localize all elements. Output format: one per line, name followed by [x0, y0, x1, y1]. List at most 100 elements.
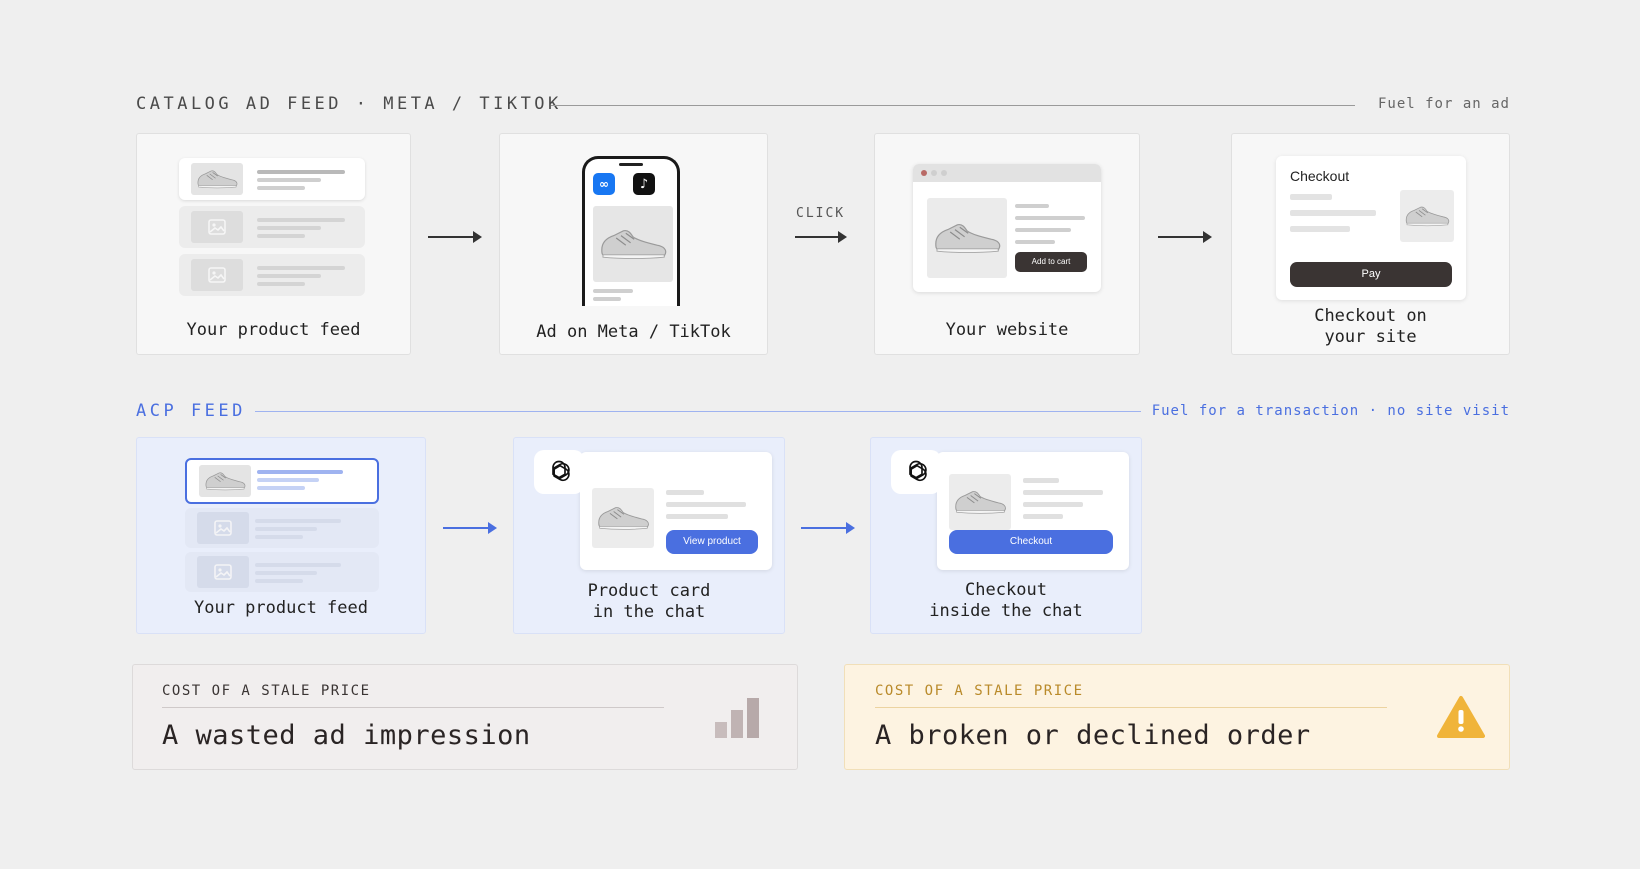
catalog-divider: [551, 105, 1355, 106]
chat-checkout-card: Checkout: [937, 452, 1129, 570]
feed-row-placeholder: [179, 206, 365, 248]
image-placeholder-icon: [191, 211, 243, 243]
catalog-step-website: Add to cart Your website: [874, 133, 1140, 355]
image-placeholder-icon: [191, 259, 243, 291]
feed-row-placeholder: [185, 552, 379, 592]
text-placeholder: [1290, 210, 1376, 216]
acp-section-title: ACP FEED: [136, 401, 246, 421]
text-placeholder: [1290, 194, 1332, 200]
checkout-panel-title: Checkout: [1290, 168, 1350, 184]
text-placeholder: [257, 274, 321, 278]
browser-mockup: Add to cart: [913, 164, 1101, 292]
text-placeholder: [1023, 502, 1083, 507]
step-caption: Your product feed: [194, 598, 368, 618]
text-placeholder: [257, 266, 345, 270]
window-dot: [931, 170, 937, 176]
text-placeholder: [1023, 514, 1063, 519]
cost-label: COST OF A STALE PRICE: [875, 683, 1084, 699]
feed-row-placeholder: [185, 508, 379, 548]
flow-arrow: [443, 522, 497, 534]
add-to-cart-button[interactable]: Add to cart: [1015, 252, 1087, 272]
image-placeholder-icon: [197, 556, 249, 588]
cost-label: COST OF A STALE PRICE: [162, 683, 371, 699]
text-placeholder: [255, 527, 317, 531]
step-caption-line1: Checkout: [965, 580, 1047, 600]
acp-section-note: Fuel for a transaction · no site visit: [1151, 403, 1510, 419]
bar-chart-bar: [747, 698, 759, 738]
checkout-button[interactable]: Checkout: [949, 530, 1113, 554]
meta-icon: ∞: [593, 173, 615, 195]
text-placeholder: [257, 186, 305, 190]
acp-step-product-card: View product Product card in the chat: [513, 437, 785, 634]
text-placeholder: [257, 486, 305, 490]
shoe-image: [593, 206, 673, 282]
acp-step-product-feed: Your product feed: [136, 437, 426, 634]
text-placeholder: [1023, 478, 1059, 483]
catalog-step-product-feed: Your product feed: [136, 133, 411, 355]
step-caption-line2: inside the chat: [929, 601, 1083, 621]
text-placeholder: [666, 490, 704, 495]
bar-chart-bar: [715, 722, 727, 738]
browser-toolbar: [913, 164, 1101, 182]
text-placeholder: [257, 234, 305, 238]
shoe-image: [927, 198, 1007, 278]
phone-mockup: ∞ ♪: [582, 156, 680, 306]
pay-button[interactable]: Pay: [1290, 262, 1452, 287]
text-placeholder: [1015, 240, 1055, 244]
shoe-image: [949, 474, 1011, 530]
step-caption: Your website: [945, 320, 1069, 340]
text-placeholder: [257, 218, 345, 222]
text-placeholder: [257, 282, 305, 286]
flow-arrow: [1158, 231, 1212, 243]
chatgpt-icon: [891, 450, 941, 494]
tiktok-icon: ♪: [633, 173, 655, 195]
catalog-step-ad: ∞ ♪ Ad on Meta / TikTok: [499, 133, 768, 355]
cost-text: A broken or declined order: [875, 720, 1311, 751]
flow-arrow: [795, 231, 847, 243]
text-placeholder: [1023, 490, 1103, 495]
shoe-image: [191, 163, 243, 195]
text-placeholder: [1290, 226, 1350, 232]
text-placeholder: [255, 535, 303, 539]
image-placeholder-icon: [197, 512, 249, 544]
step-caption-line2: your site: [1324, 327, 1417, 347]
flow-arrow: [801, 522, 855, 534]
feed-row-placeholder: [179, 254, 365, 296]
feed-row-selected: [185, 458, 379, 504]
catalog-step-checkout: Checkout Pay Checkout on your site: [1231, 133, 1510, 355]
catalog-section-title: CATALOG AD FEED · META / TIKTOK: [136, 94, 562, 114]
window-dot: [941, 170, 947, 176]
shoe-image: [1400, 190, 1454, 242]
cost-text: A wasted ad impression: [162, 720, 531, 751]
step-caption: Ad on Meta / TikTok: [536, 322, 731, 342]
flow-arrow: [428, 231, 482, 243]
step-caption-line2: in the chat: [592, 602, 706, 622]
click-label: CLICK: [796, 206, 846, 221]
text-placeholder: [257, 478, 319, 482]
cost-card-ad: COST OF A STALE PRICE A wasted ad impres…: [132, 664, 798, 770]
phone-notch: [619, 163, 643, 166]
text-placeholder: [257, 226, 321, 230]
bar-chart-icon: [715, 698, 763, 740]
bar-chart-bar: [731, 710, 743, 738]
chat-product-card: View product: [580, 452, 772, 570]
window-dot: [921, 170, 927, 176]
text-placeholder: [666, 502, 746, 507]
text-placeholder: [257, 178, 321, 182]
text-placeholder: [255, 563, 341, 567]
cost-divider: [162, 707, 664, 708]
text-placeholder: [257, 170, 345, 174]
text-placeholder: [255, 519, 341, 523]
text-placeholder: [1015, 216, 1085, 220]
text-placeholder: [593, 289, 633, 293]
text-placeholder: [255, 579, 303, 583]
cost-card-order: COST OF A STALE PRICE A broken or declin…: [844, 664, 1510, 770]
shoe-image: [592, 488, 654, 548]
step-caption-line1: Product card: [587, 581, 711, 601]
view-product-button[interactable]: View product: [666, 530, 758, 554]
text-placeholder: [257, 470, 343, 474]
text-placeholder: [1015, 204, 1049, 208]
cost-divider: [875, 707, 1387, 708]
catalog-section-note: Fuel for an ad: [1377, 96, 1510, 112]
step-caption-line1: Checkout on: [1314, 306, 1427, 326]
